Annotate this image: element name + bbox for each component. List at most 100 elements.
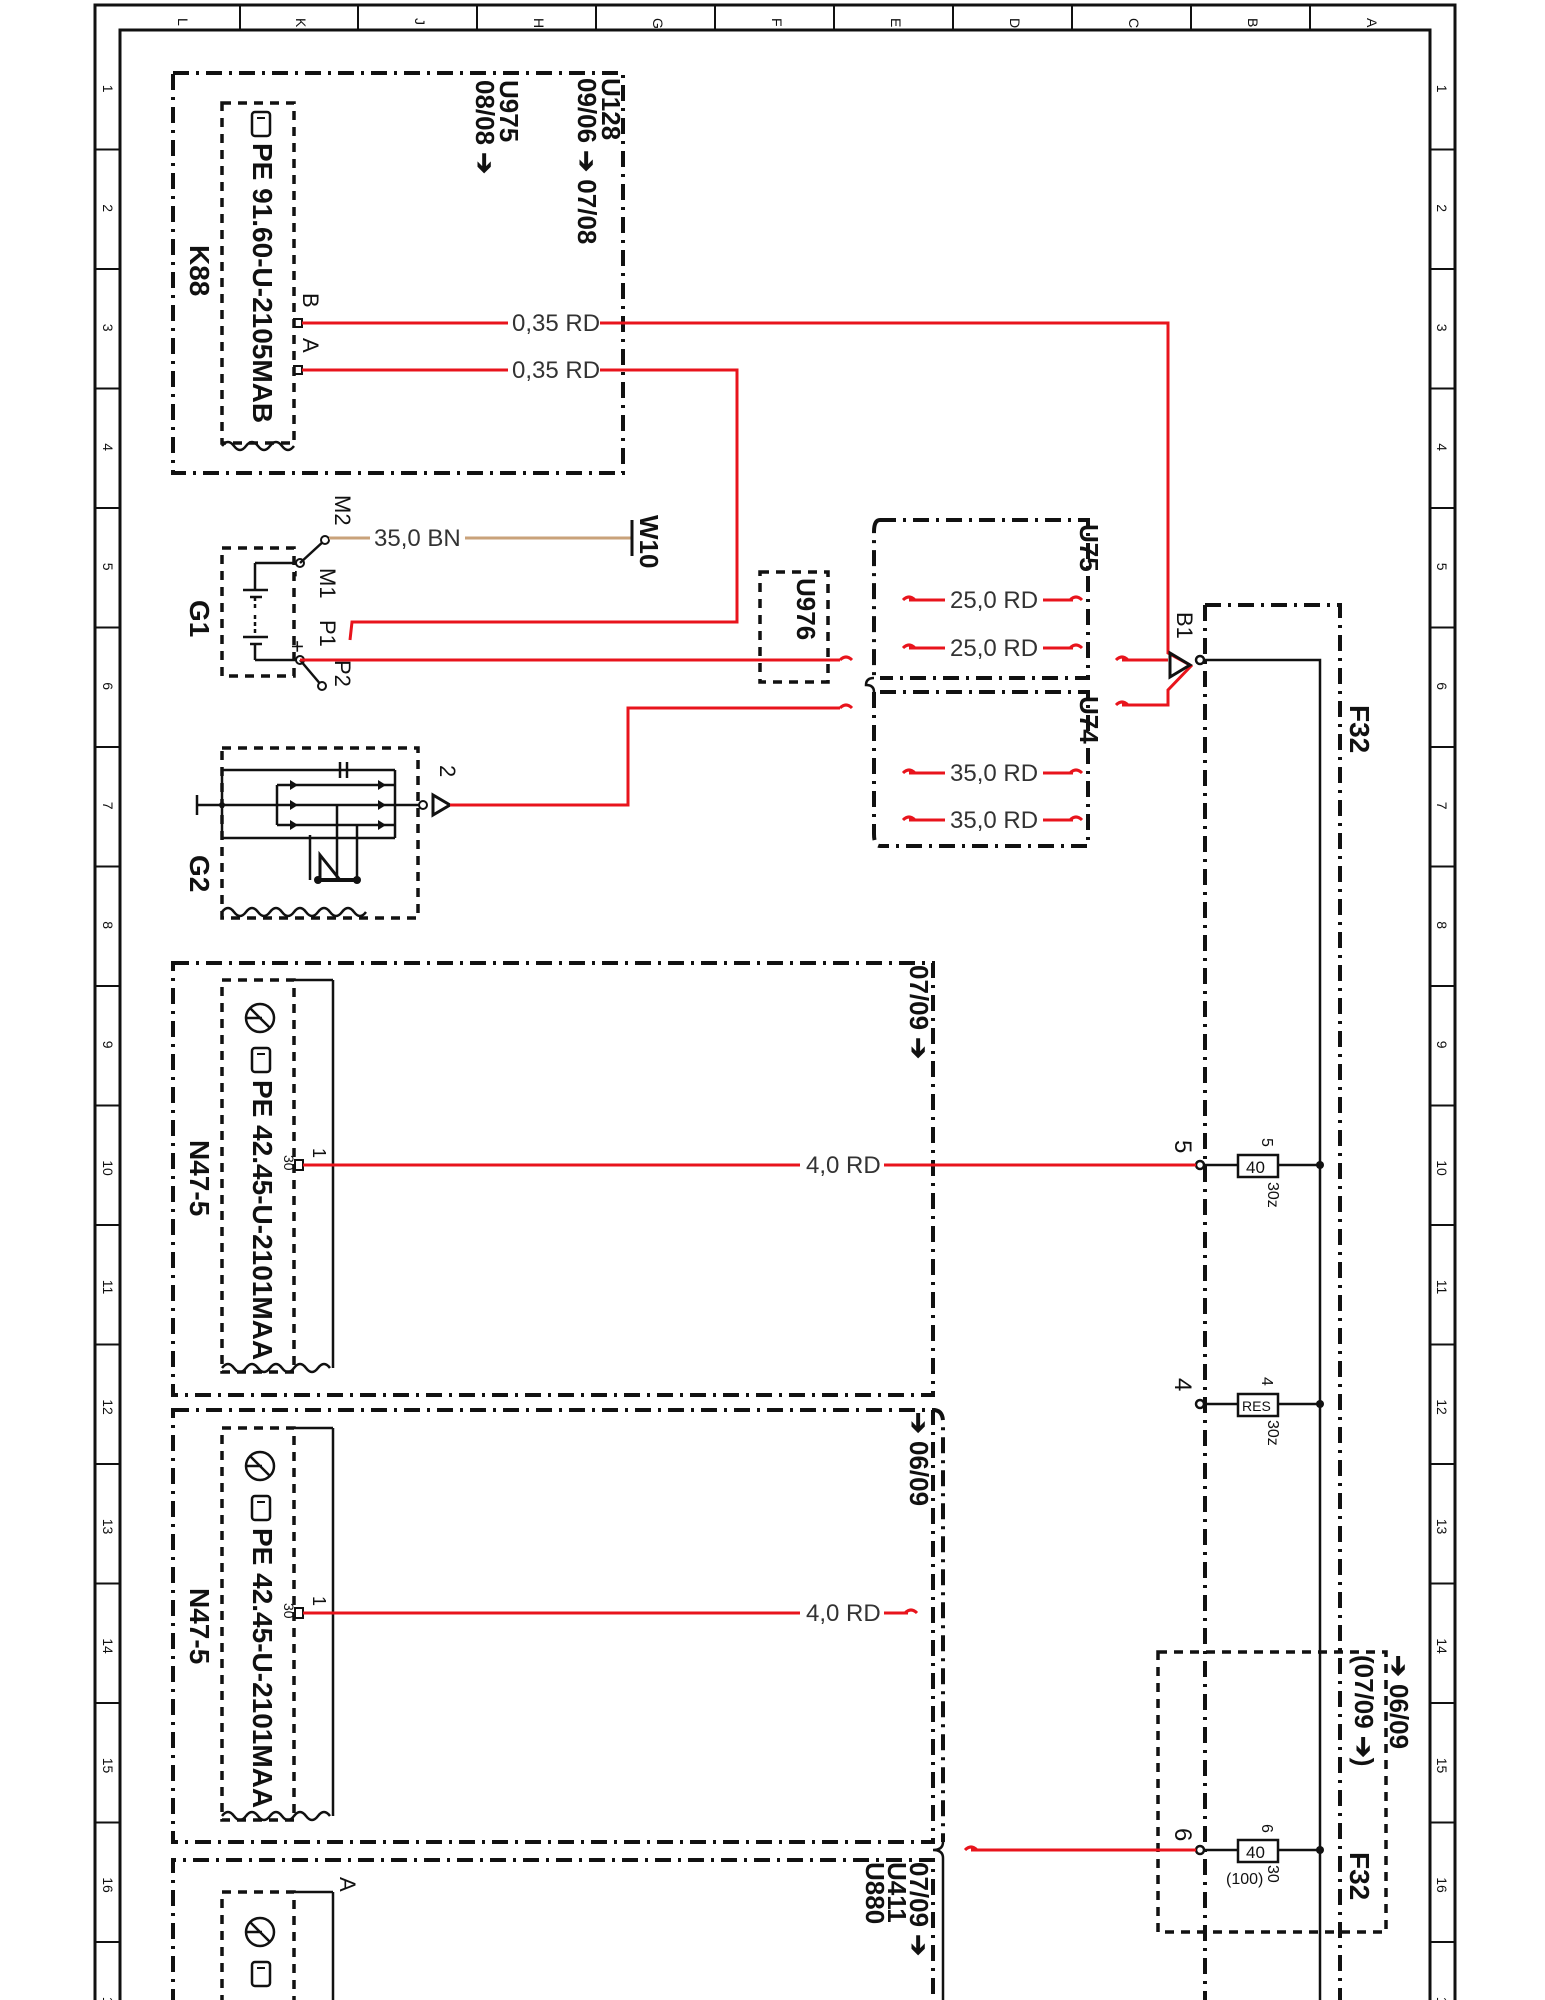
grid-number: 16 — [1434, 1877, 1450, 1893]
module-u74: U74 35,0 RD 35,0 RD — [872, 690, 1104, 848]
module-name: N47-5 — [184, 1588, 215, 1664]
module-name: U75 — [1074, 524, 1104, 572]
fuse-extra: (100) — [1226, 1871, 1263, 1888]
hand-pointer-icon — [250, 1960, 272, 1988]
grid-number: 13 — [1434, 1519, 1450, 1535]
grid-number: 3 — [100, 324, 116, 332]
terminal-label: 30 — [281, 1603, 297, 1619]
grid-number: 4 — [1434, 443, 1450, 451]
module-f32-main: F32 B1 — [1168, 603, 1375, 2000]
grid-letter: C — [1126, 18, 1142, 28]
grid-number: 8 — [1434, 921, 1450, 929]
wire-label: 4,0 RD — [806, 1152, 881, 1179]
grid-number: 8 — [100, 921, 116, 929]
module-code: ➔ 06/09 — [904, 1412, 934, 1506]
wire-fuse6-feed — [963, 1845, 1196, 1852]
grid-number: 6 — [1434, 682, 1450, 690]
pin-label: B — [298, 293, 323, 308]
module-code: U411 — [882, 1862, 912, 1923]
module-f32-sub: ➔ 06/09 (07/09 ➔) F32 — [1156, 1650, 1414, 1934]
module-name: N47-5 — [184, 1140, 215, 1216]
pin-label: 1 — [309, 1596, 329, 1606]
fuse-number: 6 — [1258, 1824, 1275, 1833]
module-name: F32 — [1344, 705, 1375, 753]
grid-number: 9 — [100, 1041, 116, 1049]
grid-number: 10 — [100, 1160, 116, 1176]
grid-number: 6 — [100, 682, 116, 690]
fuse-number: 5 — [1258, 1138, 1275, 1147]
grid-letter: B — [1245, 18, 1261, 27]
wire-label: 35,0 RD — [950, 760, 1038, 787]
grid-number: 15 — [100, 1758, 116, 1774]
grid-number: 7 — [100, 802, 116, 810]
grid-number: 17 — [100, 1997, 116, 2000]
module-code: 07/09 ➔ — [904, 965, 934, 1059]
fuse-rating: 40 — [1246, 1158, 1265, 1177]
module-brace — [864, 676, 876, 693]
wire-label: 25,0 RD — [950, 587, 1038, 614]
wire-g1-u976 — [300, 655, 854, 662]
grid-letter: E — [888, 18, 904, 27]
module-n47-lower: ➔ 06/09 PE 42.45-U-2101MAA N47-5 1 30 — [171, 1408, 945, 1844]
grid-number: 1 — [100, 85, 116, 93]
grid-number: 5 — [100, 563, 116, 571]
wire-g1-m2: 35,0 BN W10 — [329, 515, 664, 568]
module-name: K88 — [184, 245, 215, 296]
module-code: ➔ 06/09 — [1384, 1655, 1414, 1749]
fuse-terminal: 30z — [1264, 1420, 1281, 1446]
module-k88: U128 09/06 ➔ 07/08 U975 08/08 ➔ PE 91.60… — [171, 71, 626, 475]
fuse-position: 5 — [1169, 1140, 1196, 1153]
pin-label: 1 — [309, 1148, 329, 1158]
fuse-rating: RES — [1242, 1398, 1271, 1414]
hand-pointer-icon — [250, 1494, 272, 1522]
fuse-terminal: 30 — [1264, 1865, 1281, 1883]
component-g1: - + G1 M2 M1 P1 P2 — [184, 495, 355, 691]
pin-label: 2 — [435, 765, 460, 777]
grid-letter: H — [531, 18, 547, 28]
pin-label: A — [298, 338, 323, 353]
grid-number: 17 — [1434, 1997, 1450, 2000]
pe-reference: PE 42.45-U-2101MAA — [247, 1080, 278, 1360]
component-g2: G2 2 — [184, 746, 460, 920]
terminal-label: 30 — [281, 1155, 297, 1171]
pin-label: M1 — [315, 568, 340, 599]
module-u75: U75 25,0 RD 25,0 RD — [872, 518, 1104, 680]
module-code: 09/06 ➔ 07/08 — [572, 78, 602, 244]
grid-letter: J — [412, 18, 428, 25]
grid-letters: L K J H G F E D C B A — [175, 5, 1380, 30]
grid-number: 13 — [100, 1519, 116, 1535]
module-name: F32 — [1344, 1852, 1375, 1900]
plus-label: + — [285, 640, 310, 653]
fuse-number: 4 — [1258, 1377, 1275, 1386]
grid-number: 3 — [1434, 324, 1450, 332]
grid-number: 16 — [100, 1877, 116, 1893]
grid-number: 14 — [100, 1638, 116, 1654]
grid-number: 1 — [1434, 85, 1450, 93]
grid-letter: L — [175, 18, 191, 26]
wire-k88-a: 0,35 RD — [302, 357, 739, 641]
component-name: G2 — [184, 855, 215, 892]
wire-b1-feeds — [1114, 655, 1194, 707]
grid-number: 10 — [1434, 1160, 1450, 1176]
transistor-icon — [244, 1450, 276, 1482]
hand-pointer-icon — [250, 110, 272, 138]
grid-number: 11 — [100, 1280, 116, 1295]
wire-label: 0,35 RD — [512, 357, 600, 384]
grid-number: 9 — [1434, 1041, 1450, 1049]
wire-label: 25,0 RD — [950, 635, 1038, 662]
grid-letter: K — [293, 18, 309, 28]
module-n47-upper: 07/09 ➔ PE 42.45-U-2101MAA N47-5 1 30 — [171, 961, 935, 1397]
fuse-5: 40 5 5 30z — [1169, 1138, 1324, 1208]
module-name: U976 — [791, 578, 821, 640]
grid-letter: A — [1364, 18, 1380, 28]
module-code: 07/09 ➔ — [904, 1862, 934, 1956]
module-bottom: A 07/09 ➔ U411 U880 — [171, 1841, 945, 2000]
wire-n47-lower: 4,0 RD — [303, 1600, 919, 1627]
module-code: U128 — [596, 78, 626, 140]
module-code: U975 — [494, 80, 524, 142]
grid-number: 2 — [100, 204, 116, 212]
module-code: (07/09 ➔) — [1349, 1655, 1379, 1766]
grid-letter: F — [769, 18, 785, 27]
